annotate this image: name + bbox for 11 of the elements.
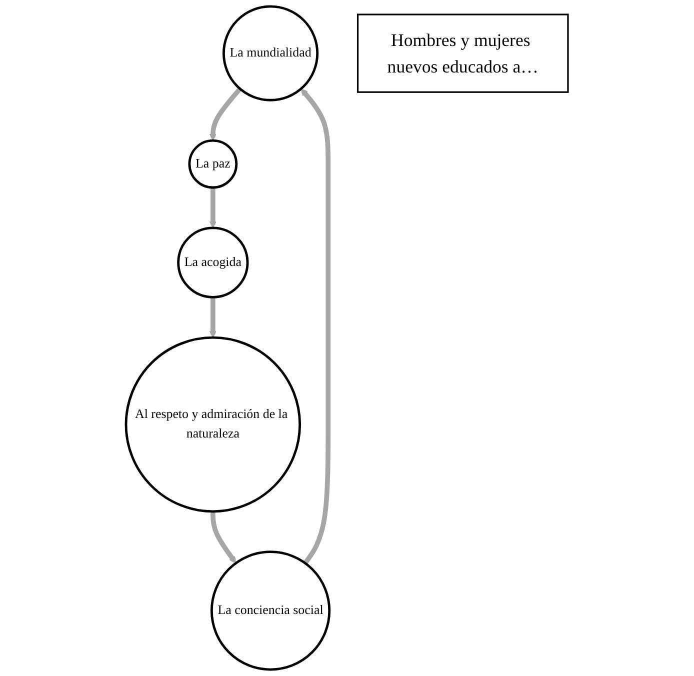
node-circle: La conciencia social	[210, 550, 331, 671]
arrow	[209, 297, 216, 338]
node-circle: La paz	[188, 139, 238, 189]
arrow	[210, 511, 236, 564]
arrow	[209, 188, 216, 228]
node-circle: La mundialidad	[222, 5, 319, 102]
node-box: Hombres y mujeres nuevos educados a…	[356, 14, 569, 93]
node-circle: Al respeto y admiración de la naturaleza	[124, 336, 302, 513]
arrow	[209, 87, 242, 141]
arrow	[300, 88, 331, 565]
node-circle: La acogida	[177, 226, 249, 298]
